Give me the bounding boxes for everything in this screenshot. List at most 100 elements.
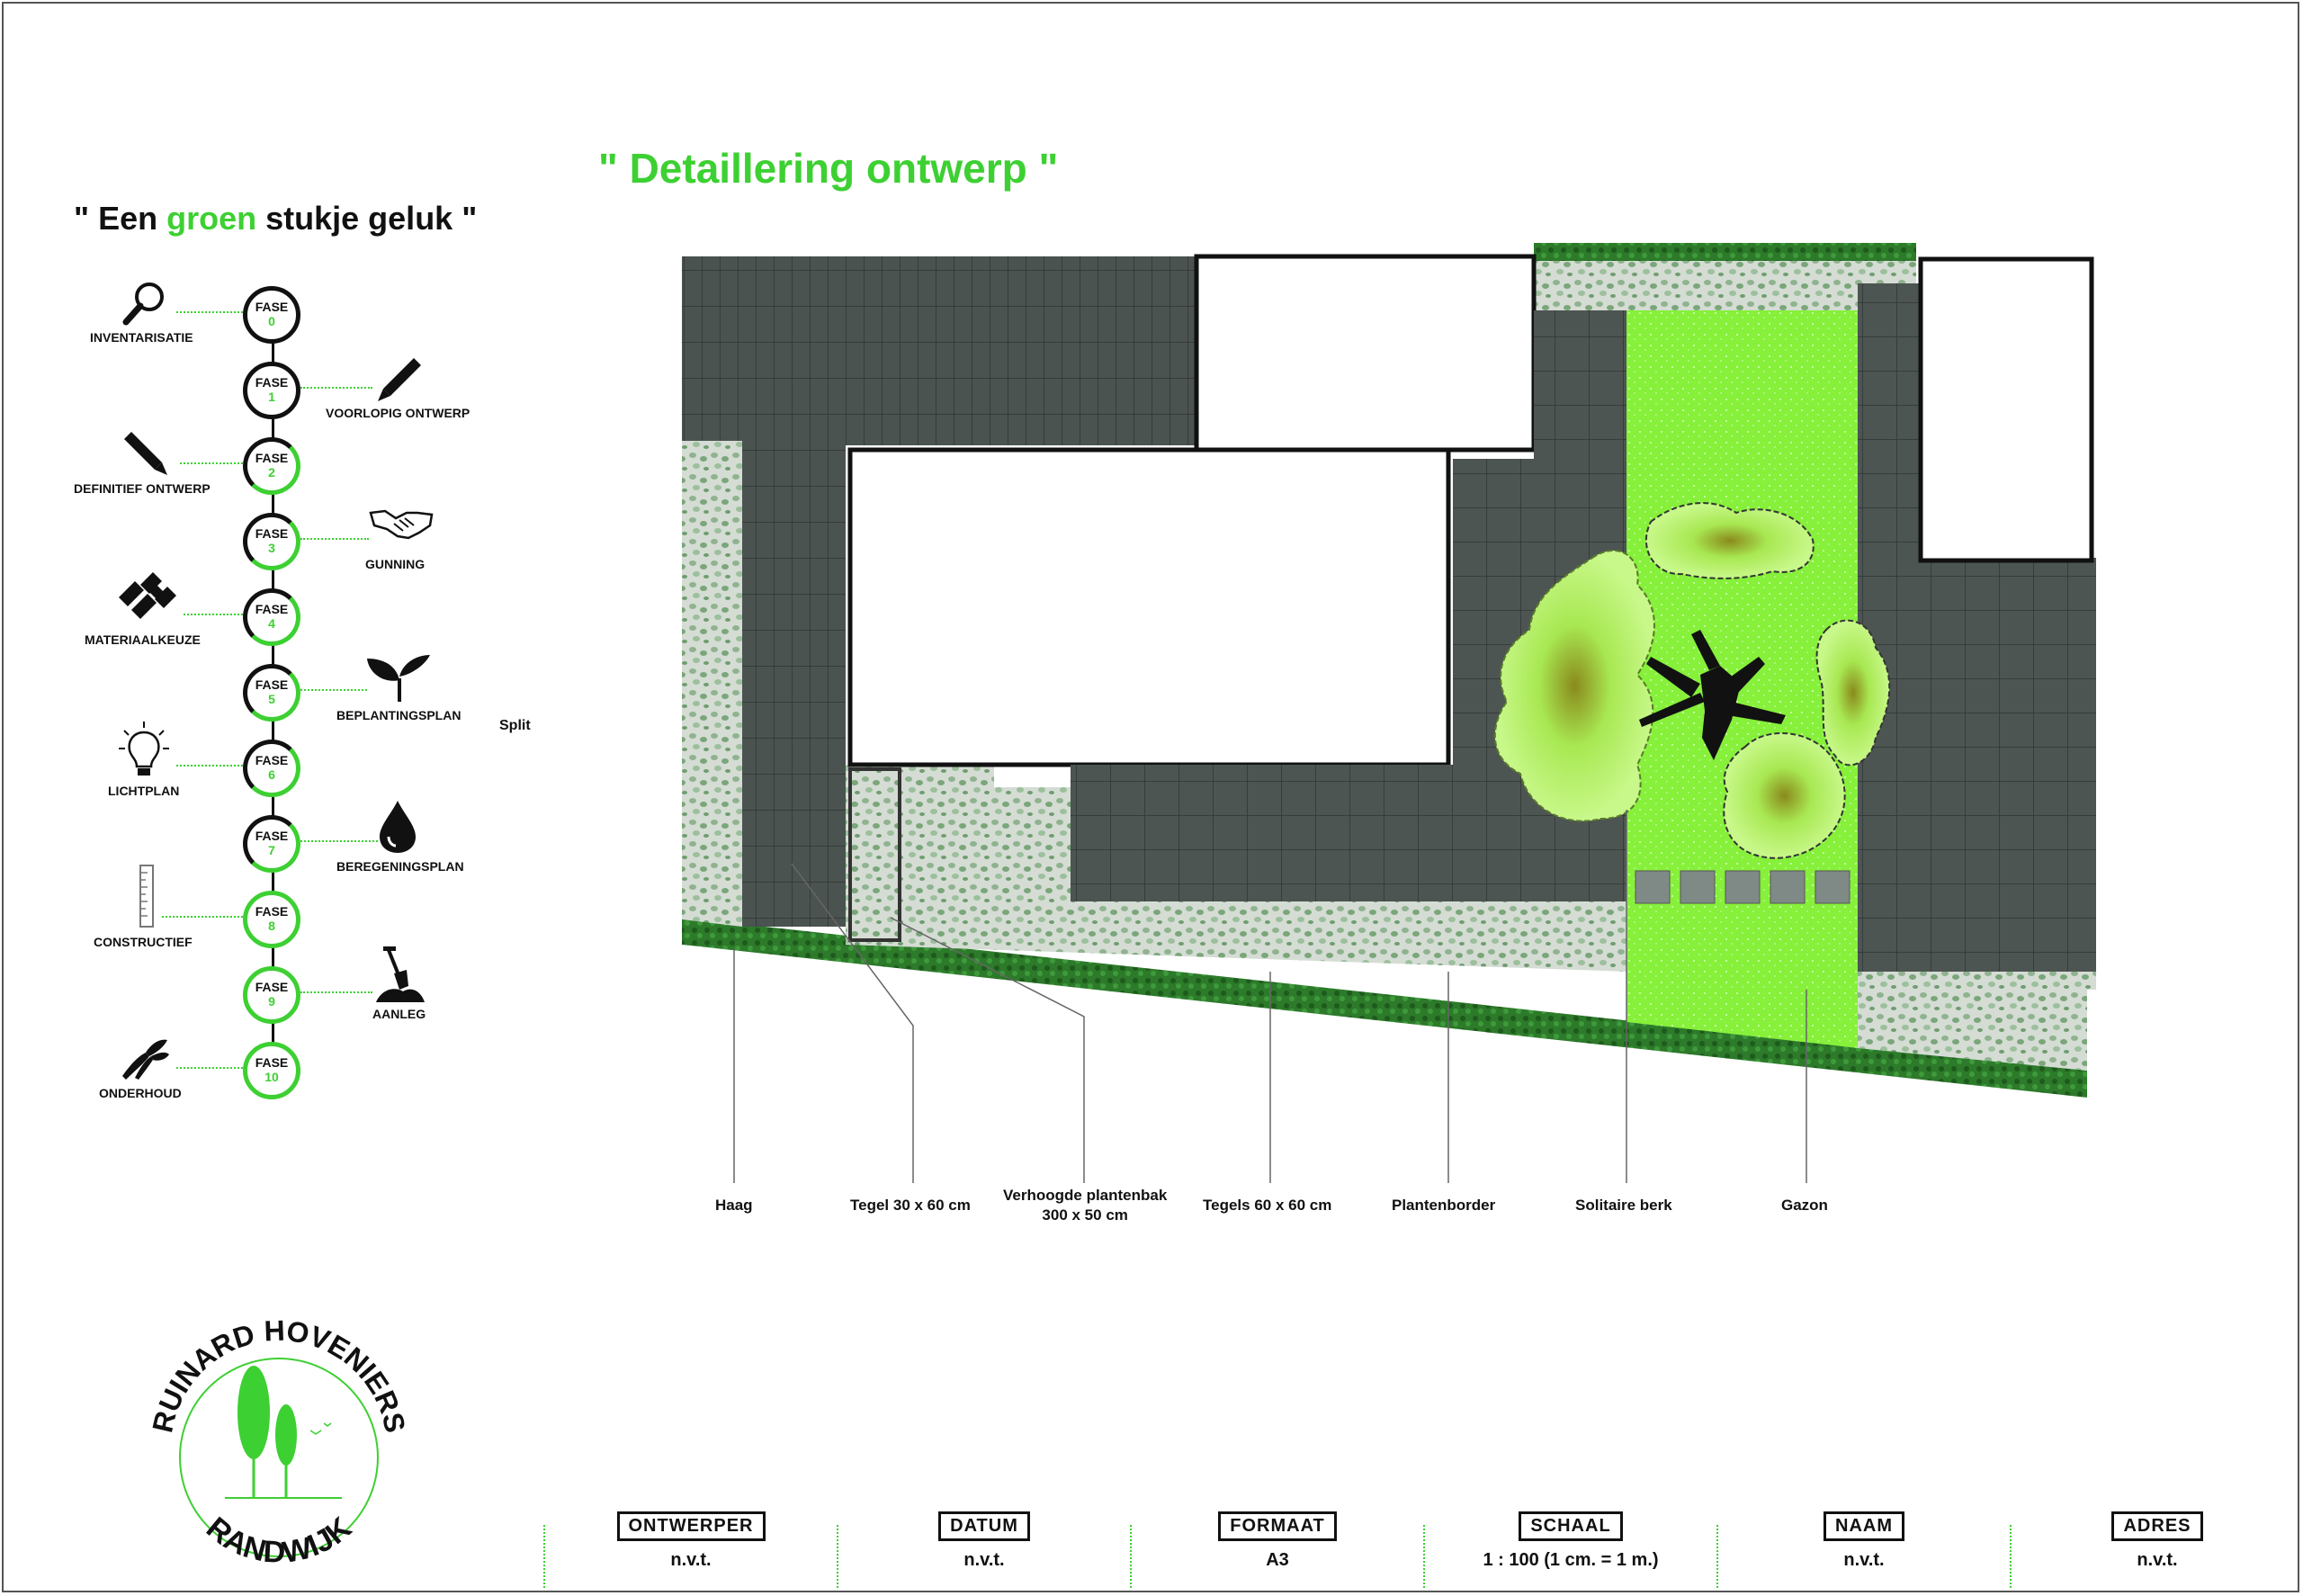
company-logo: RUINARD HOVENIERS RANDWIJK bbox=[146, 1314, 411, 1571]
slogan-pre: " Een bbox=[74, 200, 167, 237]
pen-icon bbox=[378, 358, 421, 401]
logo-bottom-text-path: RANDWIJK bbox=[200, 1511, 358, 1570]
footer-value-datum: n.v.t. bbox=[963, 1550, 1005, 1570]
tile-side-60x60 bbox=[1858, 283, 2096, 972]
logo-tree-small bbox=[275, 1404, 297, 1466]
phase-label-text: FASE bbox=[255, 300, 289, 314]
sprout-icon bbox=[367, 655, 430, 702]
plan-label-solitaire-berk: Solitaire berk bbox=[1575, 1197, 1672, 1214]
phase-number: 8 bbox=[268, 919, 275, 933]
phase-circle-10: FASE 10 bbox=[243, 1042, 300, 1099]
footer-head-adres: ADRES bbox=[2111, 1511, 2203, 1541]
phase-name-1: VOORLOPIG ONTWERP bbox=[326, 406, 470, 420]
footer-datum: DATUM n.v.t. bbox=[849, 1511, 1119, 1571]
page-title: " Detaillering ontwerp " bbox=[598, 145, 1059, 192]
plan-label-tegels-60x60: Tegels 60 x 60 cm bbox=[1203, 1197, 1332, 1214]
plan-label-tegel-30x60: Tegel 30 x 60 cm bbox=[850, 1197, 971, 1214]
phase-label-text: FASE bbox=[255, 904, 289, 919]
phase-circle-9: FASE 9 bbox=[243, 966, 300, 1024]
stepping-stones bbox=[1635, 870, 1850, 904]
tile-path-30x60 bbox=[682, 256, 846, 927]
hedge-front bbox=[682, 918, 2087, 1098]
footer-separator bbox=[2010, 1525, 2012, 1588]
leader-lines bbox=[733, 810, 1807, 1183]
phase-name-3: GUNNING bbox=[365, 557, 426, 571]
tree-canopy bbox=[1493, 549, 1655, 822]
phase-label-text: FASE bbox=[255, 602, 289, 616]
tree-canopy bbox=[1723, 732, 1846, 859]
phase-circle-1: FASE 1 bbox=[243, 362, 300, 419]
phase-connector bbox=[300, 991, 372, 993]
phase-label-text: FASE bbox=[255, 829, 289, 843]
footer-value-formaat: A3 bbox=[1266, 1550, 1289, 1570]
phase-number: 7 bbox=[268, 843, 275, 857]
planting-border-left bbox=[682, 441, 742, 927]
phase-label-text: FASE bbox=[255, 451, 289, 465]
phase-name-5: BEPLANTINGSPLAN bbox=[336, 708, 461, 722]
phase-circle-3: FASE 3 bbox=[243, 513, 300, 570]
phase-number: 1 bbox=[268, 390, 275, 404]
phase-circle-7: FASE 7 bbox=[243, 815, 300, 873]
phase-label-text: FASE bbox=[255, 980, 289, 994]
phase-circle-2: FASE 2 bbox=[243, 437, 300, 495]
phase-label-text: FASE bbox=[255, 526, 289, 541]
footer-ontwerper: ONTWERPER n.v.t. bbox=[556, 1511, 826, 1571]
plan-label-gazon: Gazon bbox=[1781, 1197, 1828, 1214]
logo-bottom-text: RANDWIJK bbox=[200, 1511, 358, 1570]
footer-value-adres: n.v.t. bbox=[2137, 1550, 2178, 1570]
phase-connector bbox=[180, 462, 243, 464]
tile-terrace-60x60 bbox=[1071, 310, 1626, 901]
phase-connector bbox=[162, 916, 243, 918]
phase-connector bbox=[300, 538, 369, 540]
house-extension bbox=[1194, 254, 1537, 453]
phase-connector bbox=[176, 311, 243, 313]
plan-label-plantenborder: Plantenborder bbox=[1392, 1197, 1496, 1214]
phase-number: 9 bbox=[268, 994, 275, 1009]
phase-number: 0 bbox=[268, 314, 275, 328]
phase-name-7: BEREGENINGSPLAN bbox=[336, 859, 464, 874]
phase-name-4: MATERIAALKEUZE bbox=[85, 632, 201, 647]
footer-schaal: SCHAAL 1 : 100 (1 cm. = 1 m.) bbox=[1436, 1511, 1706, 1571]
footer-head-formaat: FORMAAT bbox=[1218, 1511, 1337, 1541]
raised-planter bbox=[848, 767, 901, 942]
split-label: Split bbox=[499, 718, 531, 733]
footer-separator bbox=[543, 1525, 545, 1588]
phase-connector bbox=[176, 1067, 243, 1069]
footer-head-ontwerper: ONTWERPER bbox=[616, 1511, 766, 1541]
phase-label-text: FASE bbox=[255, 375, 289, 390]
slogan-highlight: groen bbox=[166, 200, 257, 237]
phase-circle-0: FASE 0 bbox=[243, 286, 300, 344]
footer-head-naam: NAAM bbox=[1824, 1511, 1904, 1541]
phase-label-text: FASE bbox=[255, 1055, 289, 1070]
phase-number: 6 bbox=[268, 767, 275, 782]
footer-separator bbox=[1130, 1525, 1132, 1588]
phase-connector bbox=[300, 840, 378, 842]
phase-circle-6: FASE 6 bbox=[243, 740, 300, 797]
slogan-post: stukje geluk " bbox=[256, 200, 478, 237]
phase-connector bbox=[184, 614, 243, 615]
footer-formaat: FORMAAT A3 bbox=[1143, 1511, 1412, 1571]
handshake-icon bbox=[369, 509, 434, 540]
pen-icon bbox=[124, 432, 167, 475]
plan-label-verhoogde-plantenbak: Verhoogde plantenbak 300 x 50 cm bbox=[1003, 1187, 1168, 1224]
phase-number: 4 bbox=[268, 616, 275, 631]
shed bbox=[1918, 256, 2094, 563]
lightbulb-icon bbox=[119, 722, 169, 776]
pruner-icon bbox=[122, 1039, 169, 1080]
phase-label-text: FASE bbox=[255, 677, 289, 692]
footer-adres: ADRES n.v.t. bbox=[2022, 1511, 2292, 1571]
phase-circle-5: FASE 5 bbox=[243, 664, 300, 722]
phase-name-9: AANLEG bbox=[372, 1007, 426, 1021]
tree-canopy bbox=[1645, 502, 1815, 579]
phase-connector bbox=[300, 387, 372, 389]
tree-canopy bbox=[1815, 619, 1891, 767]
footer-separator bbox=[1423, 1525, 1425, 1588]
footer-head-datum: DATUM bbox=[938, 1511, 1030, 1541]
footer-separator bbox=[1716, 1525, 1718, 1588]
footer-separator bbox=[837, 1525, 838, 1588]
hedge-back bbox=[1534, 243, 1916, 261]
phase-name-8: CONSTRUCTIEF bbox=[94, 935, 193, 949]
shovel-icon bbox=[376, 946, 425, 1002]
water-drop-icon bbox=[380, 801, 416, 853]
